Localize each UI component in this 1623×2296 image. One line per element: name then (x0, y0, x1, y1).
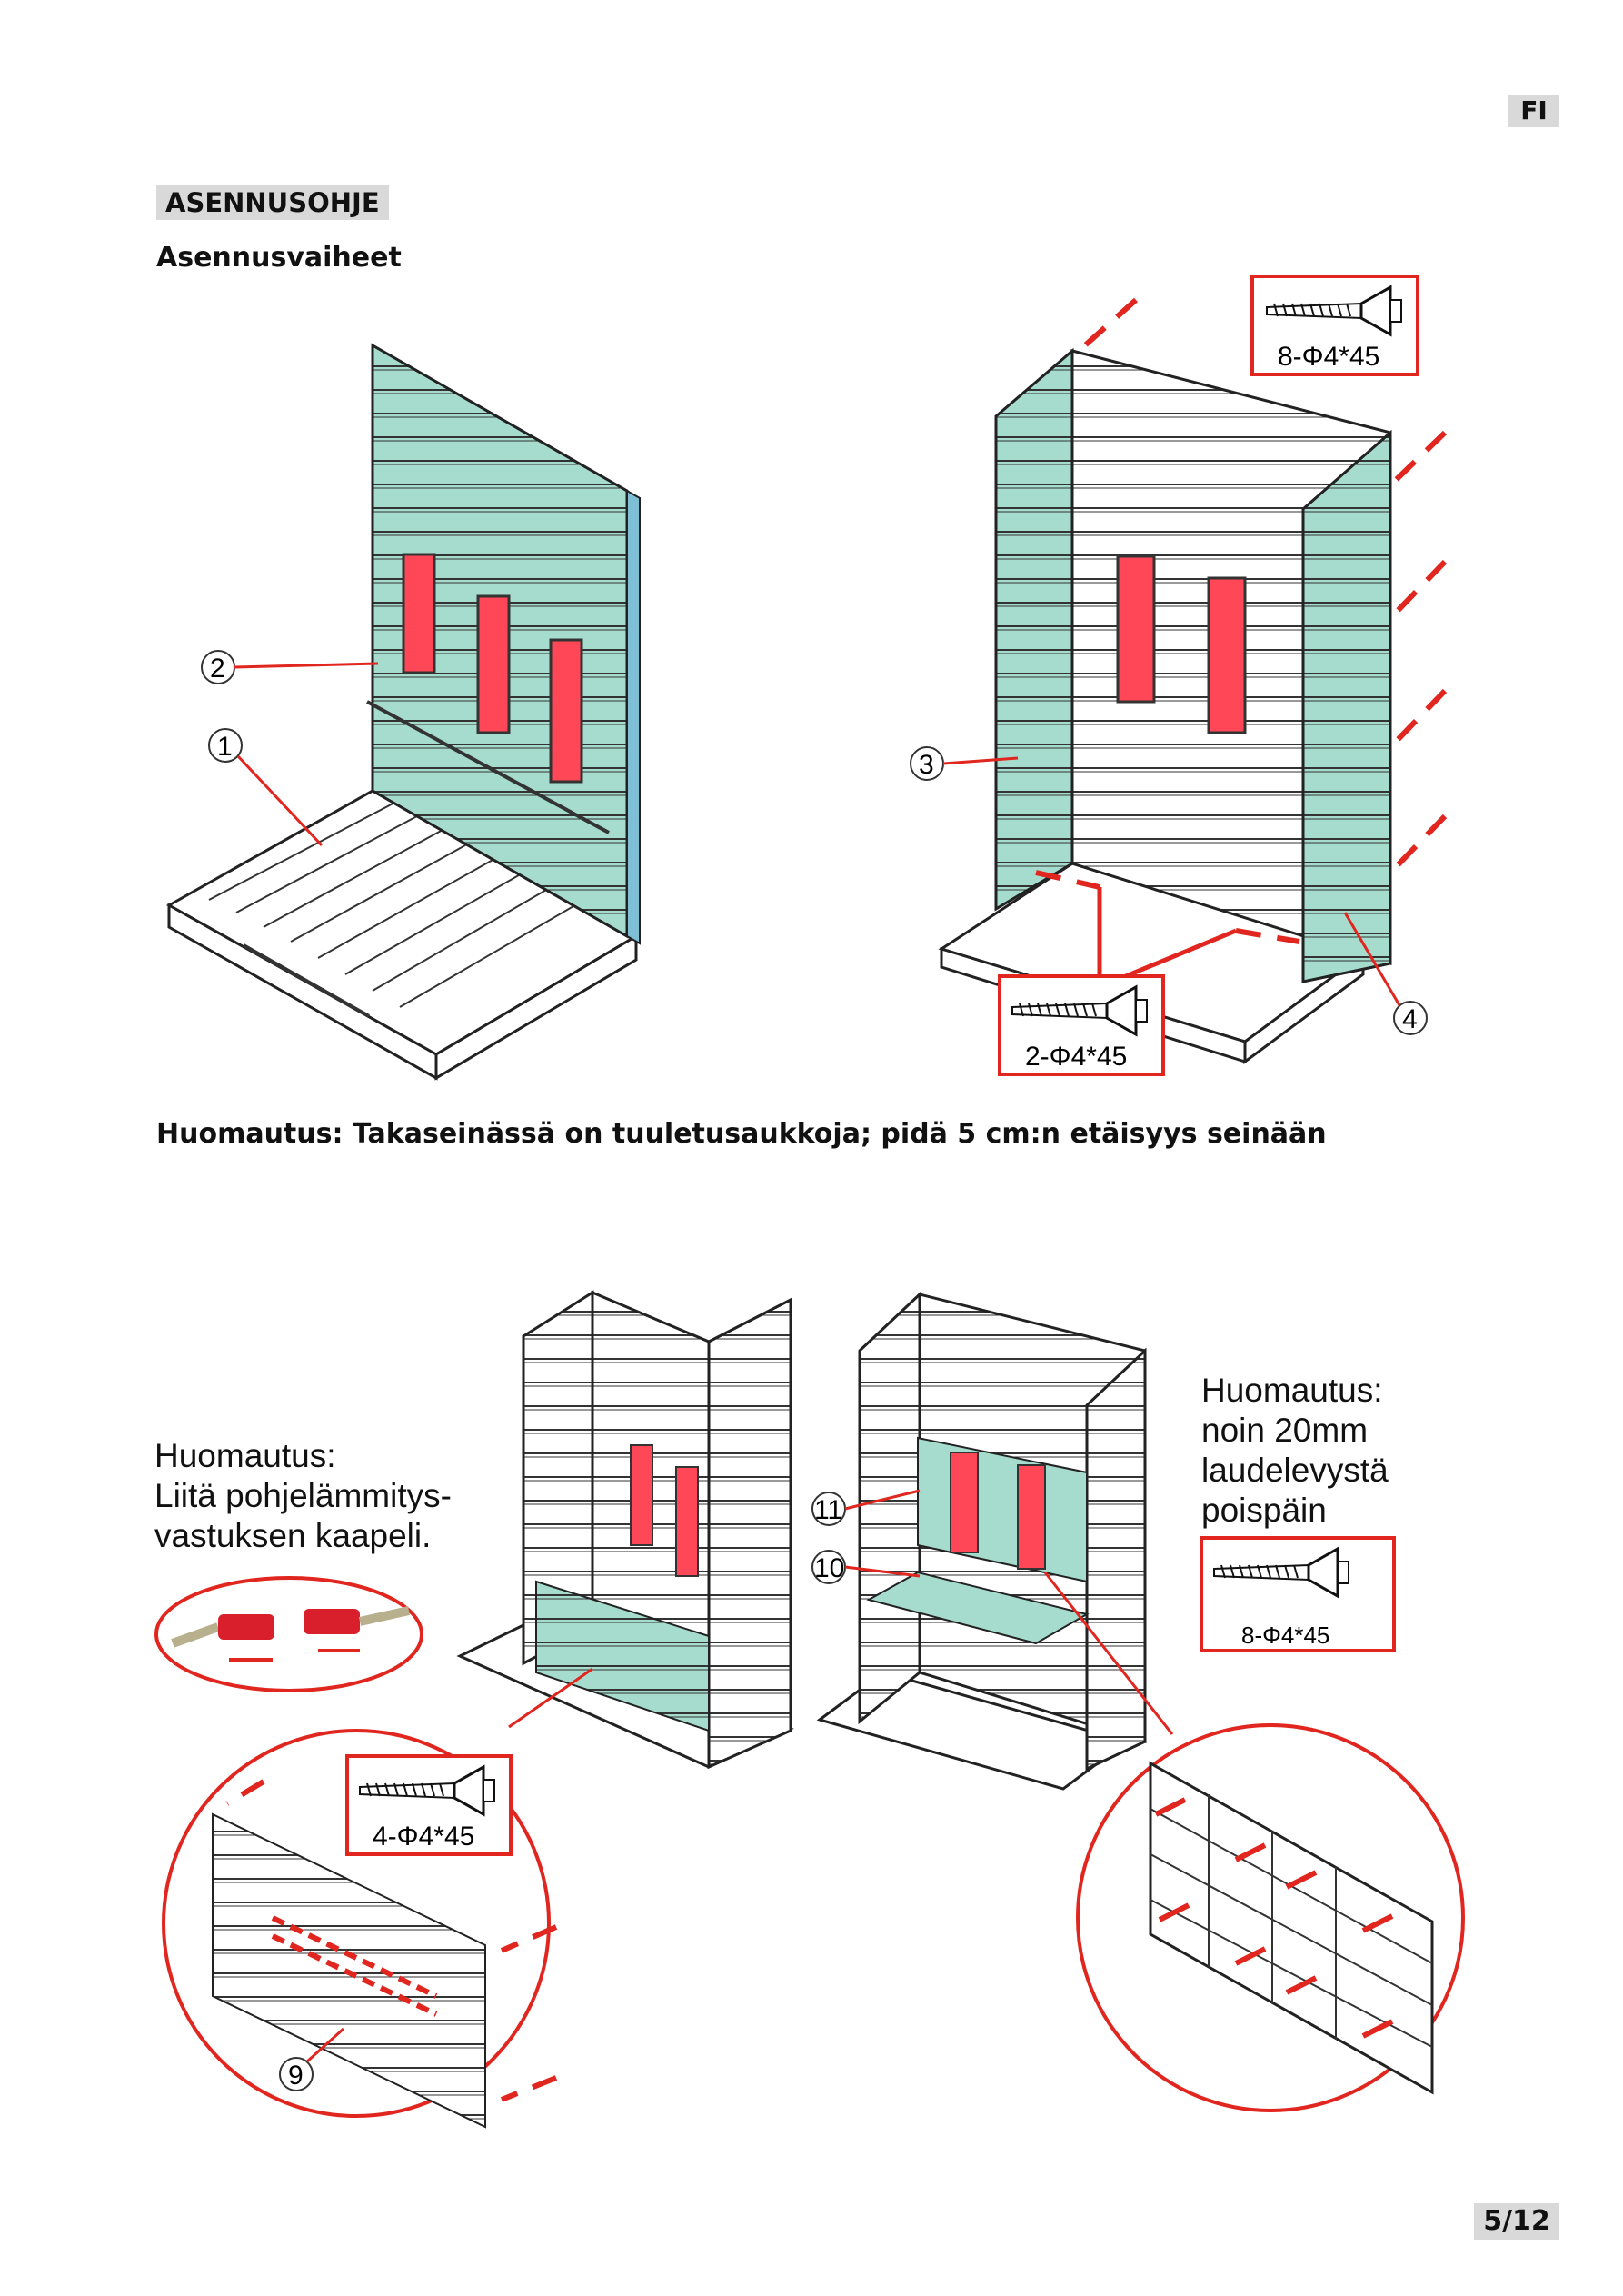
cable-connector-detail (154, 1576, 423, 1692)
callout-1-label: 1 (217, 732, 233, 762)
callout-4-label: 4 (1402, 1004, 1418, 1034)
page-number: 5/12 (1474, 2203, 1559, 2240)
note-floor-heater-cable: Huomautus: Liitä pohjelämmitys- vastukse… (154, 1436, 482, 1556)
subtitle: Asennusvaiheet (156, 242, 402, 274)
step-3-4-illustration (938, 297, 1448, 1064)
callout-10 (812, 1550, 921, 1584)
note-bench-distance: Huomautus: noin 20mm laudelevystä poispä… (1201, 1371, 1438, 1531)
language-tag: FI (1508, 95, 1559, 127)
callout-3-label: 3 (919, 750, 934, 780)
note-right-line2: noin 20mm (1201, 1412, 1369, 1449)
screw-box-top-right: 8-Φ4*45 (1250, 275, 1419, 376)
screw-label-middle: 2-Φ4*45 (1025, 1042, 1127, 1072)
callout-10-label: 10 (814, 1553, 844, 1583)
note-right-line1: Huomautus: (1201, 1372, 1383, 1409)
note-left-line3: vastuksen kaapeli. (154, 1517, 432, 1554)
callout-1 (208, 728, 324, 847)
step-9-illustration (456, 1290, 794, 1770)
callout-9-label: 9 (288, 2061, 304, 2091)
step-1-2-illustration (165, 343, 641, 1081)
screw-label-top-right: 8-Φ4*45 (1278, 342, 1379, 372)
callout-11-label: 11 (814, 1495, 842, 1525)
note-right-line4: poispäin (1201, 1492, 1327, 1529)
screw-label-bottom-left: 4-Φ4*45 (373, 1822, 474, 1852)
note-left-line1: Huomautus: (154, 1437, 336, 1474)
callout-3 (910, 746, 1019, 781)
ventilation-note: Huomautus: Takaseinässä on tuuletusaukko… (156, 1118, 1327, 1150)
screw-box-bottom-right: 8-Φ4*45 (1200, 1536, 1396, 1652)
detail-circle-left (162, 1667, 593, 2129)
step-10-11-illustration (816, 1291, 1147, 1791)
detail-circle-right (1043, 1572, 1465, 2112)
callout-2-label: 2 (210, 654, 225, 684)
callout-4 (1343, 912, 1428, 1035)
callout-2 (201, 650, 379, 684)
callout-11 (812, 1489, 921, 1526)
screw-label-bottom-right: 8-Φ4*45 (1241, 1622, 1329, 1649)
callout-9 (279, 2027, 345, 2091)
screw-box-middle: 2-Φ4*45 (998, 974, 1165, 1076)
note-right-line3: laudelevystä (1201, 1452, 1389, 1489)
section-title: ASENNUSOHJE (156, 185, 389, 220)
note-left-line2: Liitä pohjelämmitys- (154, 1477, 452, 1514)
screw-box-bottom-left: 4-Φ4*45 (345, 1754, 513, 1856)
